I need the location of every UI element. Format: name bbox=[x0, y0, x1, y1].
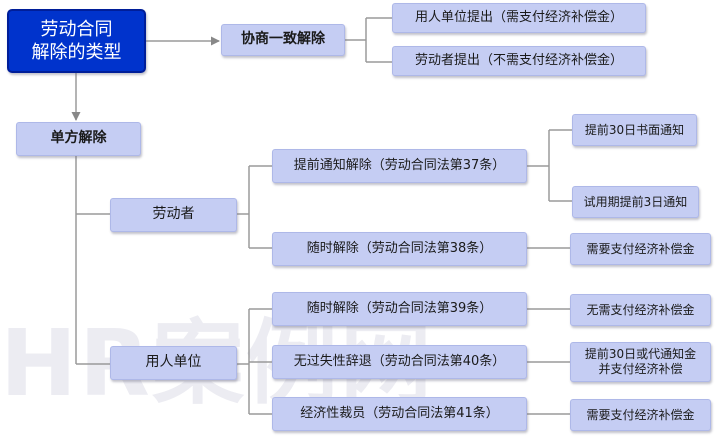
root-node: 劳动合同 解除的类型 bbox=[7, 9, 146, 73]
node-mutual-employee: 劳动者提出（不需支付经济补偿金） bbox=[392, 46, 646, 76]
node-notice-30days: 提前30日书面通知 bbox=[572, 114, 697, 146]
node-result-38: 需要支付经济补偿金 bbox=[570, 233, 711, 265]
node-no-fault-40: 无过失性辞退（劳动合同法第40条） bbox=[272, 345, 527, 379]
node-layoff-41: 经济性裁员（劳动合同法第41条） bbox=[272, 397, 527, 431]
node-mutual: 协商一致解除 bbox=[221, 24, 345, 56]
node-notice-probation: 试用期提前3日通知 bbox=[572, 186, 699, 218]
node-result-39: 无需支付经济补偿金 bbox=[570, 294, 711, 326]
node-notice-37: 提前通知解除（劳动合同法第37条） bbox=[272, 149, 527, 183]
node-result-40: 提前30日或代通知金 并支付经济补偿 bbox=[570, 342, 711, 382]
node-immediate-38: 随时解除（劳动合同法第38条） bbox=[272, 232, 527, 266]
node-immediate-39: 随时解除（劳动合同法第39条） bbox=[272, 292, 527, 326]
node-unilateral: 单方解除 bbox=[16, 122, 141, 156]
node-employee: 劳动者 bbox=[110, 198, 237, 232]
node-employer: 用人单位 bbox=[110, 346, 237, 380]
node-result-41: 需要支付经济补偿金 bbox=[570, 399, 711, 431]
node-mutual-employer: 用人单位提出（需支付经济补偿金） bbox=[392, 3, 646, 33]
